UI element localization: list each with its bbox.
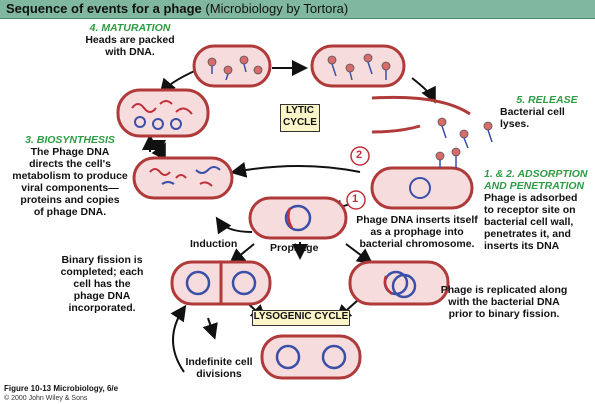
arrow-induction [218, 220, 252, 232]
phage-released [460, 130, 468, 148]
figure-copyright: © 2000 John Wiley & Sons [4, 395, 87, 402]
phage-released [438, 118, 446, 138]
note-induction: Induction [190, 238, 237, 250]
note-indefinite: Indefinite cell divisions [178, 356, 260, 380]
cell-biosynthesis-top [118, 90, 208, 136]
adsorption-text: Phage is adsorbed to receptor site on ba… [484, 192, 594, 252]
note-replicated: Phage is replicated along with the bacte… [422, 284, 586, 320]
label-adsorption: 1. & 2. ADSORPTION AND PENETRATION Phage… [484, 168, 594, 252]
maturation-heading: 4. MATURATION [70, 22, 190, 34]
release-text: Bacterial cell lyses. [500, 106, 594, 130]
marker-1-label: 1 [352, 193, 358, 205]
lysogenic-cycle-box: LYSOGENIC CYCLE [252, 310, 350, 326]
note-binary-fission: Binary fission is completed; each cell h… [42, 254, 162, 314]
maturation-text: Heads are packed with DNA. [70, 34, 190, 58]
phage-adsorbed [436, 152, 444, 168]
note-prophage: Prophage [270, 242, 318, 254]
phage-adsorbed [452, 148, 460, 168]
adsorption-heading: 1. & 2. ADSORPTION AND PENETRATION [484, 168, 594, 192]
label-biosynthesis: 3. BIOSYNTHESIS The Phage DNA directs th… [4, 134, 136, 218]
label-release: 5. RELEASE Bacterial cell lyses. [500, 94, 594, 130]
note-prophage-insert: Phage DNA inserts itself as a prophage i… [352, 214, 482, 250]
cell-prophage [250, 198, 346, 238]
phage-head [254, 66, 262, 74]
figure-caption: Figure 10-13 Microbiology, 6/e [4, 384, 118, 393]
lytic-cycle-box: LYTIC CYCLE [280, 104, 320, 132]
biosynthesis-text: The Phage DNA directs the cell's metabol… [4, 146, 136, 218]
marker-2-label: 2 [356, 149, 362, 161]
release-heading: 5. RELEASE [500, 94, 594, 106]
label-maturation: 4. MATURATION Heads are packed with DNA. [70, 22, 190, 58]
cell-adsorption [372, 168, 472, 208]
cell-release-wall [372, 97, 470, 114]
biosynthesis-heading: 3. BIOSYNTHESIS [4, 134, 136, 146]
cells [118, 46, 472, 378]
arrow-indefinite-down [208, 318, 214, 336]
arrow-adsorption-to-biosynthesis [234, 166, 360, 172]
cell-biosynthesis [134, 158, 232, 198]
cell-release-wall-lower [372, 126, 420, 132]
phage-released [484, 122, 492, 142]
